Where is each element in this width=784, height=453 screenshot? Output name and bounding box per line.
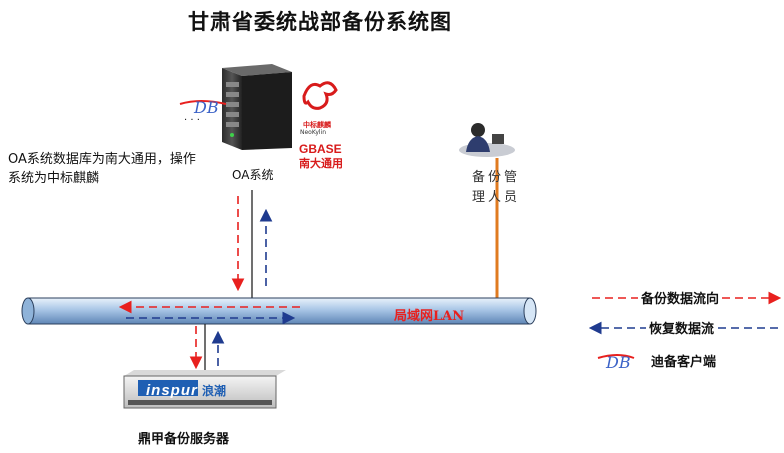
backup-server-label: 鼎甲备份服务器 <box>138 432 230 447</box>
oa-system-label: OA系统 <box>232 168 274 182</box>
inspur-cn-text: 浪潮 <box>202 384 227 398</box>
svg-text:DB: DB <box>605 353 631 372</box>
svg-text:. . .: . . . <box>184 112 200 123</box>
lan-pipe <box>21 297 537 325</box>
gbase-label: GBASE <box>299 142 342 156</box>
legend-db-client-icon: DB <box>597 353 635 372</box>
backup-server-icon <box>123 370 286 409</box>
oa-server-icon <box>222 64 292 150</box>
svg-text:DB: DB <box>193 98 219 117</box>
lan-label: 局域网LAN <box>394 309 465 324</box>
kylin-en-label: NeoKylin <box>300 129 327 136</box>
db-client-logo-oa: DB . . . <box>179 98 227 123</box>
admin-label: 备份管理人员 <box>472 170 521 205</box>
admin-person-icon <box>459 123 515 157</box>
neokylin-logo <box>302 81 338 110</box>
legend-client-label: 迪备客户端 <box>648 351 720 370</box>
inspur-logo-text: inspur <box>146 382 198 399</box>
legend-restore-label: 恢复数据流 <box>646 318 718 337</box>
oa-note: OA系统数据库为南大通用，操作系统为中标麒麟 <box>8 152 196 186</box>
diagram-title: 甘肃省委统战部备份系统图 <box>188 9 452 34</box>
legend-backup-label: 备份数据流向 <box>638 288 723 307</box>
gbase-cn-label: 南大通用 <box>299 157 343 170</box>
kylin-cn-label: 中标麒麟 <box>303 121 331 129</box>
